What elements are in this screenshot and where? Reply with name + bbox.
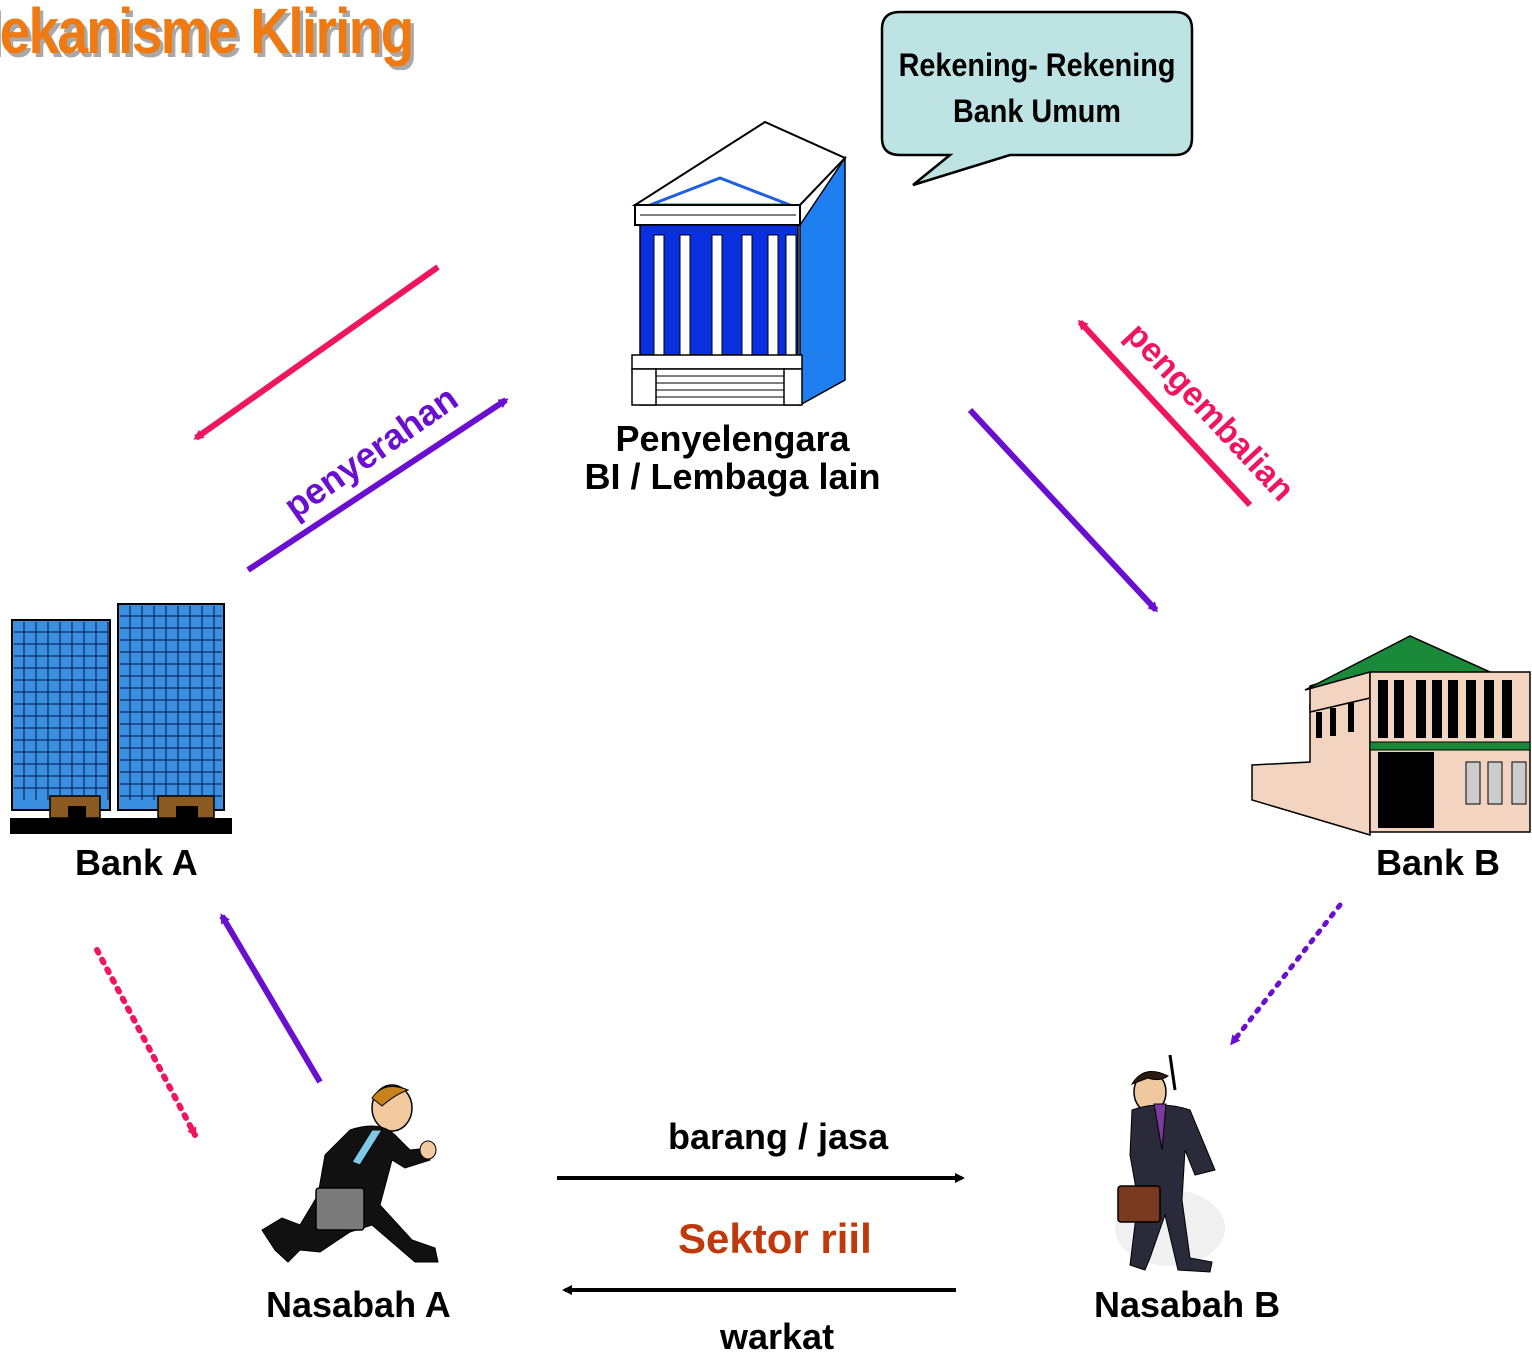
label-penyerahan: penyerahan [276,377,465,526]
callout-line-1: Rekening- Rekening [898,47,1176,83]
callout-text: Rekening- Rekening Bank Umum [898,42,1177,134]
label-barang-jasa: barang / jasa [668,1116,889,1157]
nasabah-b-person-icon [1115,1054,1225,1273]
bank-a-building-icon [10,603,232,834]
bank-b-building-icon [1251,635,1531,837]
label-pengembalian: pengembalian [1118,316,1302,509]
diagram-title: lekanisme Kliring [0,0,414,67]
callout-line-2: Bank Umum [952,93,1122,129]
nasabah-a-label: Nasabah A [266,1284,451,1325]
callout-bubble [880,10,1194,187]
bank-b-label: Bank B [1376,842,1501,883]
arrow-nasabah-a-to-bank-a [219,913,323,1084]
nasabah-a-person-icon [261,1084,439,1263]
arrow-bank-b-to-penyelengara [1077,319,1253,508]
label-warkat: warkat [720,1316,835,1357]
bank-a-label: Bank A [75,842,198,883]
central-node-line-1: Penyelengara [615,418,850,459]
arrow-bank-a-to-nasabah-a-dotted [94,947,198,1138]
arrow-penyelengara-to-bank-a [193,264,440,441]
central-node-line-2: BI / Lembaga lain [584,456,881,497]
arrow-bank-a-to-penyelengara [246,397,509,573]
central-node-label: Penyelengara BI / Lembaga lain [560,420,905,496]
label-sektor-riil: Sektor riil [678,1215,872,1262]
nasabah-b-label: Nasabah B [1094,1284,1281,1325]
central-bank-building-icon [631,120,847,407]
arrow-penyelengara-to-bank-b [967,407,1159,613]
arrow-bank-b-to-nasabah-b-dotted [1229,902,1343,1046]
